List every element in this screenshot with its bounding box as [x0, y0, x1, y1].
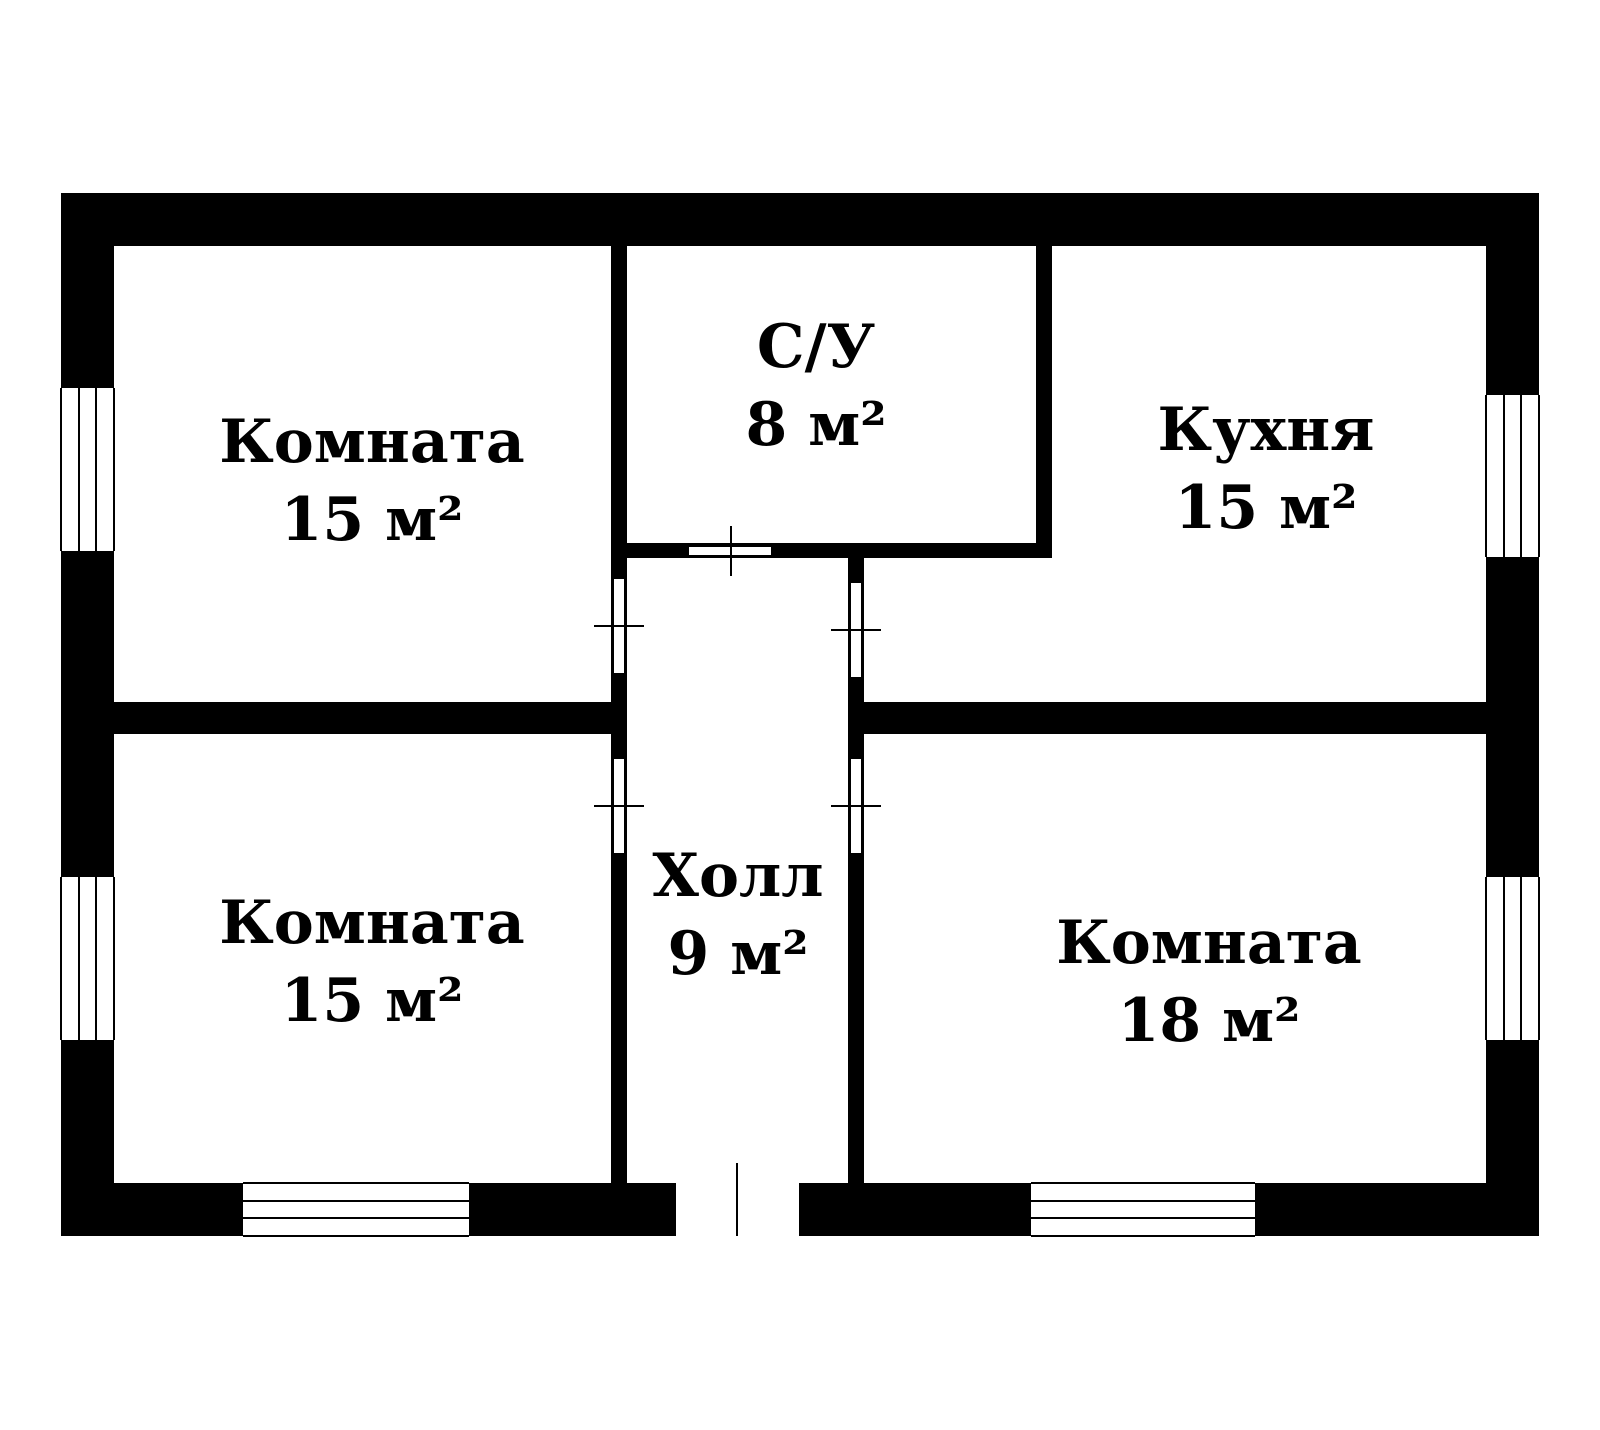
- door-kitchen: [831, 581, 881, 679]
- room-label-area: 15 м²: [1175, 473, 1358, 543]
- wall-bathroom-right: [1036, 246, 1052, 558]
- window-right-top: [1485, 395, 1540, 557]
- room-label-area: 15 м²: [281, 966, 464, 1036]
- room-label-name: Кухня: [1157, 395, 1374, 465]
- wall-left-corridor: [611, 246, 627, 1183]
- door-room-bottom-left: [594, 757, 644, 855]
- doors: [594, 526, 881, 1236]
- door-room-bottom-right: [831, 757, 881, 855]
- outer-wall-left: [61, 193, 114, 1236]
- walls: [61, 193, 1539, 1236]
- door-entrance: [676, 1163, 799, 1236]
- room-label-name: Комната: [219, 407, 525, 477]
- window-left-top: [60, 388, 115, 551]
- room-label-area: 15 м²: [281, 485, 464, 555]
- room-label-area: 18 м²: [1118, 986, 1301, 1056]
- outer-wall-right: [1486, 193, 1539, 1236]
- door-bathroom: [687, 526, 773, 576]
- door-room-top-left: [594, 577, 644, 675]
- wall-right-corridor: [848, 558, 864, 1183]
- window-bottom-right: [1031, 1182, 1255, 1237]
- outer-wall-top: [61, 193, 1539, 246]
- windows: [60, 388, 1540, 1237]
- room-label-area: 9 м²: [667, 919, 808, 989]
- wall-left-horizontal: [114, 702, 611, 734]
- room-label-name: Комната: [1056, 908, 1362, 978]
- room-label-name: С/У: [757, 312, 876, 382]
- wall-right-horizontal: [864, 702, 1486, 734]
- room-label-name: Комната: [219, 888, 525, 958]
- room-label-area: 8 м²: [745, 390, 886, 460]
- window-bottom-left: [243, 1182, 469, 1237]
- room-labels: Комната 15 м² С/У 8 м² Кухня 15 м² Комна…: [219, 312, 1374, 1056]
- window-right-bottom: [1485, 877, 1540, 1040]
- window-left-bottom: [60, 877, 115, 1040]
- room-label-name: Холл: [652, 841, 823, 911]
